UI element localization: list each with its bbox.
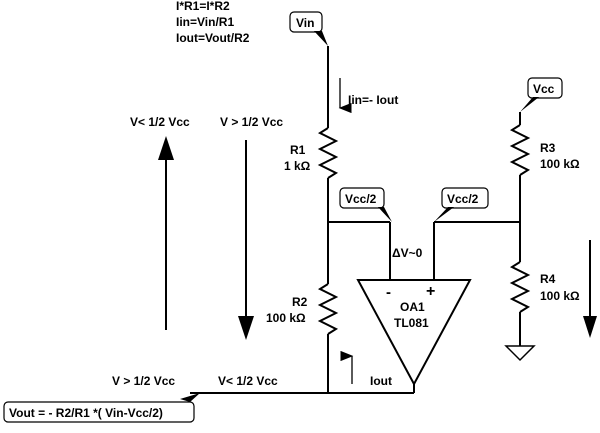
r1-value: 1 kΩ <box>284 159 311 173</box>
iin-label: Iin=- Iout <box>348 93 398 107</box>
opamp-oa1: - + OA1 TL081 <box>356 279 472 387</box>
r1-name: R1 <box>290 143 306 157</box>
up-arrow-icon <box>158 136 174 160</box>
vout-tag-label: Vout = - R2/R1 *( Vin-Vcc/2) <box>9 406 163 420</box>
vout-tag: Vout = - R2/R1 *( Vin-Vcc/2) <box>3 393 200 423</box>
bottom-left-label: V > 1/2 Vcc <box>112 374 175 388</box>
vin-tag-label: Vin <box>296 16 314 30</box>
ground-icon <box>504 345 536 362</box>
r4-resistor <box>509 261 531 313</box>
r4-value: 100 kΩ <box>540 289 580 303</box>
r3-resistor <box>509 124 531 176</box>
vcc2-left-tag: Vcc/2 <box>339 187 392 222</box>
top-mid-label: V > 1/2 Vcc <box>220 115 283 129</box>
equation-1: I*R1=I*R2 <box>176 0 230 13</box>
vcc2-left-label: Vcc/2 <box>345 192 377 206</box>
opamp-name: OA1 <box>400 300 425 314</box>
opamp-minus: - <box>386 284 391 301</box>
r4-name: R4 <box>540 272 556 286</box>
opamp-plus: + <box>426 283 435 300</box>
vin-tag: Vin <box>289 11 328 46</box>
r3-value: 100 kΩ <box>540 157 580 171</box>
vcc2-right-tag: Vcc/2 <box>434 187 489 222</box>
equation-3: Iout=Vout/R2 <box>176 31 250 45</box>
r2-value: 100 kΩ <box>266 311 306 325</box>
right-down-arrow-icon <box>583 316 597 338</box>
r3-name: R3 <box>540 141 556 155</box>
r2-resistor <box>317 283 339 335</box>
r1-resistor <box>317 127 339 179</box>
equation-2: Iin=Vin/R1 <box>176 15 234 29</box>
down-arrow-icon <box>238 316 254 340</box>
vcc2-right-label: Vcc/2 <box>447 192 479 206</box>
iout-label: Iout <box>370 374 392 388</box>
vcc-tag-label: Vcc <box>533 82 555 96</box>
top-left-label: V< 1/2 Vcc <box>130 115 190 129</box>
vcc-tag: Vcc <box>520 77 563 112</box>
bottom-mid-label: V< 1/2 Vcc <box>218 374 278 388</box>
r2-name: R2 <box>292 295 308 309</box>
opamp-part: TL081 <box>394 316 429 330</box>
delta-v-label: ΔV~0 <box>392 246 423 260</box>
